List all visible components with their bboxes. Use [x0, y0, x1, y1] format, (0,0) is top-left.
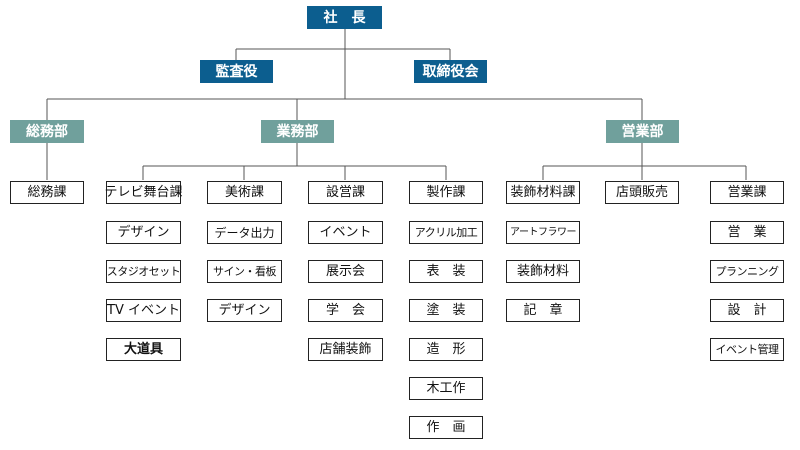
section-store-sales: 店頭販売 [605, 181, 679, 204]
list-item: サイン・看板 [207, 260, 282, 283]
list-item: 展示会 [308, 260, 383, 283]
list-item: アクリル加工 [409, 221, 483, 244]
list-item: 設 計 [710, 299, 784, 322]
section-production: 製作課 [409, 181, 483, 204]
section-tv-stage: テレビ舞台課 [105, 181, 183, 204]
list-item: 木工作 [409, 377, 483, 400]
list-item: アートフラワー [506, 221, 580, 244]
list-item: 装飾材料 [506, 260, 580, 283]
board-box: 取締役会 [414, 60, 487, 83]
list-item: イベント [308, 221, 383, 244]
section-setup: 設営課 [308, 181, 383, 204]
section-decor-materials: 装飾材料課 [506, 181, 580, 204]
department-soumu: 総務部 [10, 120, 84, 143]
list-item: 表 装 [409, 260, 483, 283]
list-item: 大道具 [106, 338, 181, 361]
list-item: データ出力 [207, 221, 282, 244]
department-gyomu: 業務部 [261, 120, 334, 143]
list-item: 学 会 [308, 299, 383, 322]
list-item: 店舗装飾 [308, 338, 383, 361]
section-soumu: 総務課 [10, 181, 84, 204]
section-art: 美術課 [207, 181, 282, 204]
list-item: プランニング [710, 260, 784, 283]
list-item: 営 業 [710, 221, 784, 244]
list-item: 作 画 [409, 416, 483, 439]
list-item: スタジオセット [106, 260, 181, 283]
auditor-box: 監査役 [200, 60, 273, 83]
list-item: デザイン [106, 221, 181, 244]
president-box: 社 長 [307, 6, 382, 29]
section-sales: 営業課 [710, 181, 784, 204]
list-item: 記 章 [506, 299, 580, 322]
department-eigyo: 営業部 [606, 120, 679, 143]
list-item: デザイン [207, 299, 282, 322]
list-item: 塗 装 [409, 299, 483, 322]
list-item: 造 形 [409, 338, 483, 361]
list-item: イベント管理 [710, 338, 784, 361]
list-item: TV イベント [106, 299, 181, 322]
